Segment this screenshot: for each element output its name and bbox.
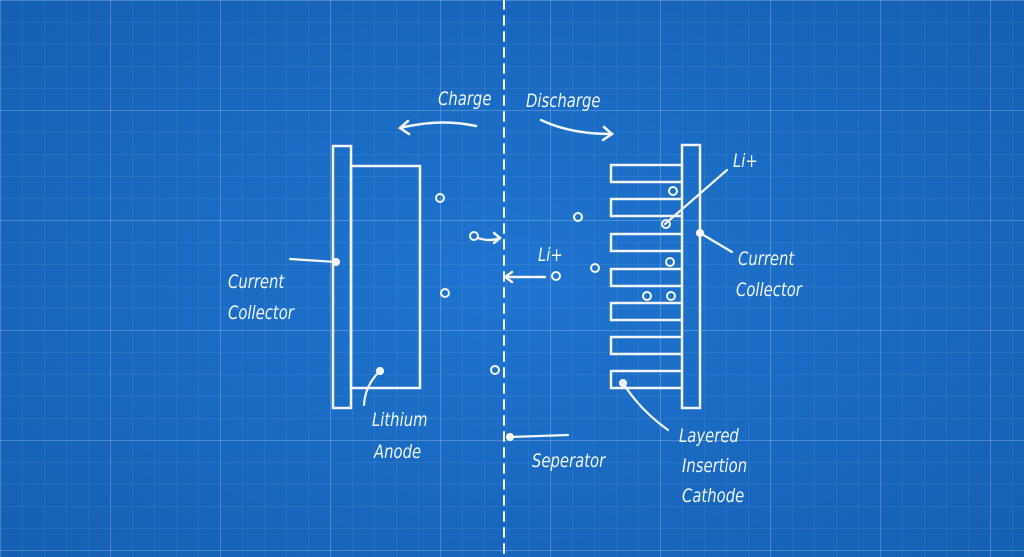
separator-label: Seperator — [532, 450, 606, 472]
right-collector-label-2: Collector — [736, 279, 802, 301]
right-current-collector — [680, 143, 702, 410]
cathode-label-2: Insertion — [682, 455, 748, 477]
cathode-layers — [609, 163, 684, 390]
lithium-ions — [435, 186, 678, 375]
anode-label-1: Lithium — [372, 409, 428, 431]
cathode-label-1: Layered — [679, 425, 739, 447]
li-ion-label-mid: Li+ — [538, 244, 563, 266]
right-collector-label-1: Current — [738, 248, 795, 270]
leader-lines — [288, 168, 734, 442]
charge-arrow — [397, 119, 478, 136]
anode-label-2: Anode — [374, 441, 422, 463]
lithium-anode — [349, 164, 422, 390]
discharge-arrow — [539, 118, 615, 142]
charge-label: Charge — [438, 88, 492, 110]
ion-arrows — [476, 231, 547, 284]
li-ion-label-top: Li+ — [733, 150, 758, 172]
left-collector-label-1: Current — [228, 271, 285, 293]
left-collector-label-2: Collector — [228, 302, 294, 324]
discharge-label: Discharge — [526, 90, 601, 112]
cathode-label-3: Cathode — [682, 485, 745, 507]
left-current-collector — [331, 144, 353, 410]
